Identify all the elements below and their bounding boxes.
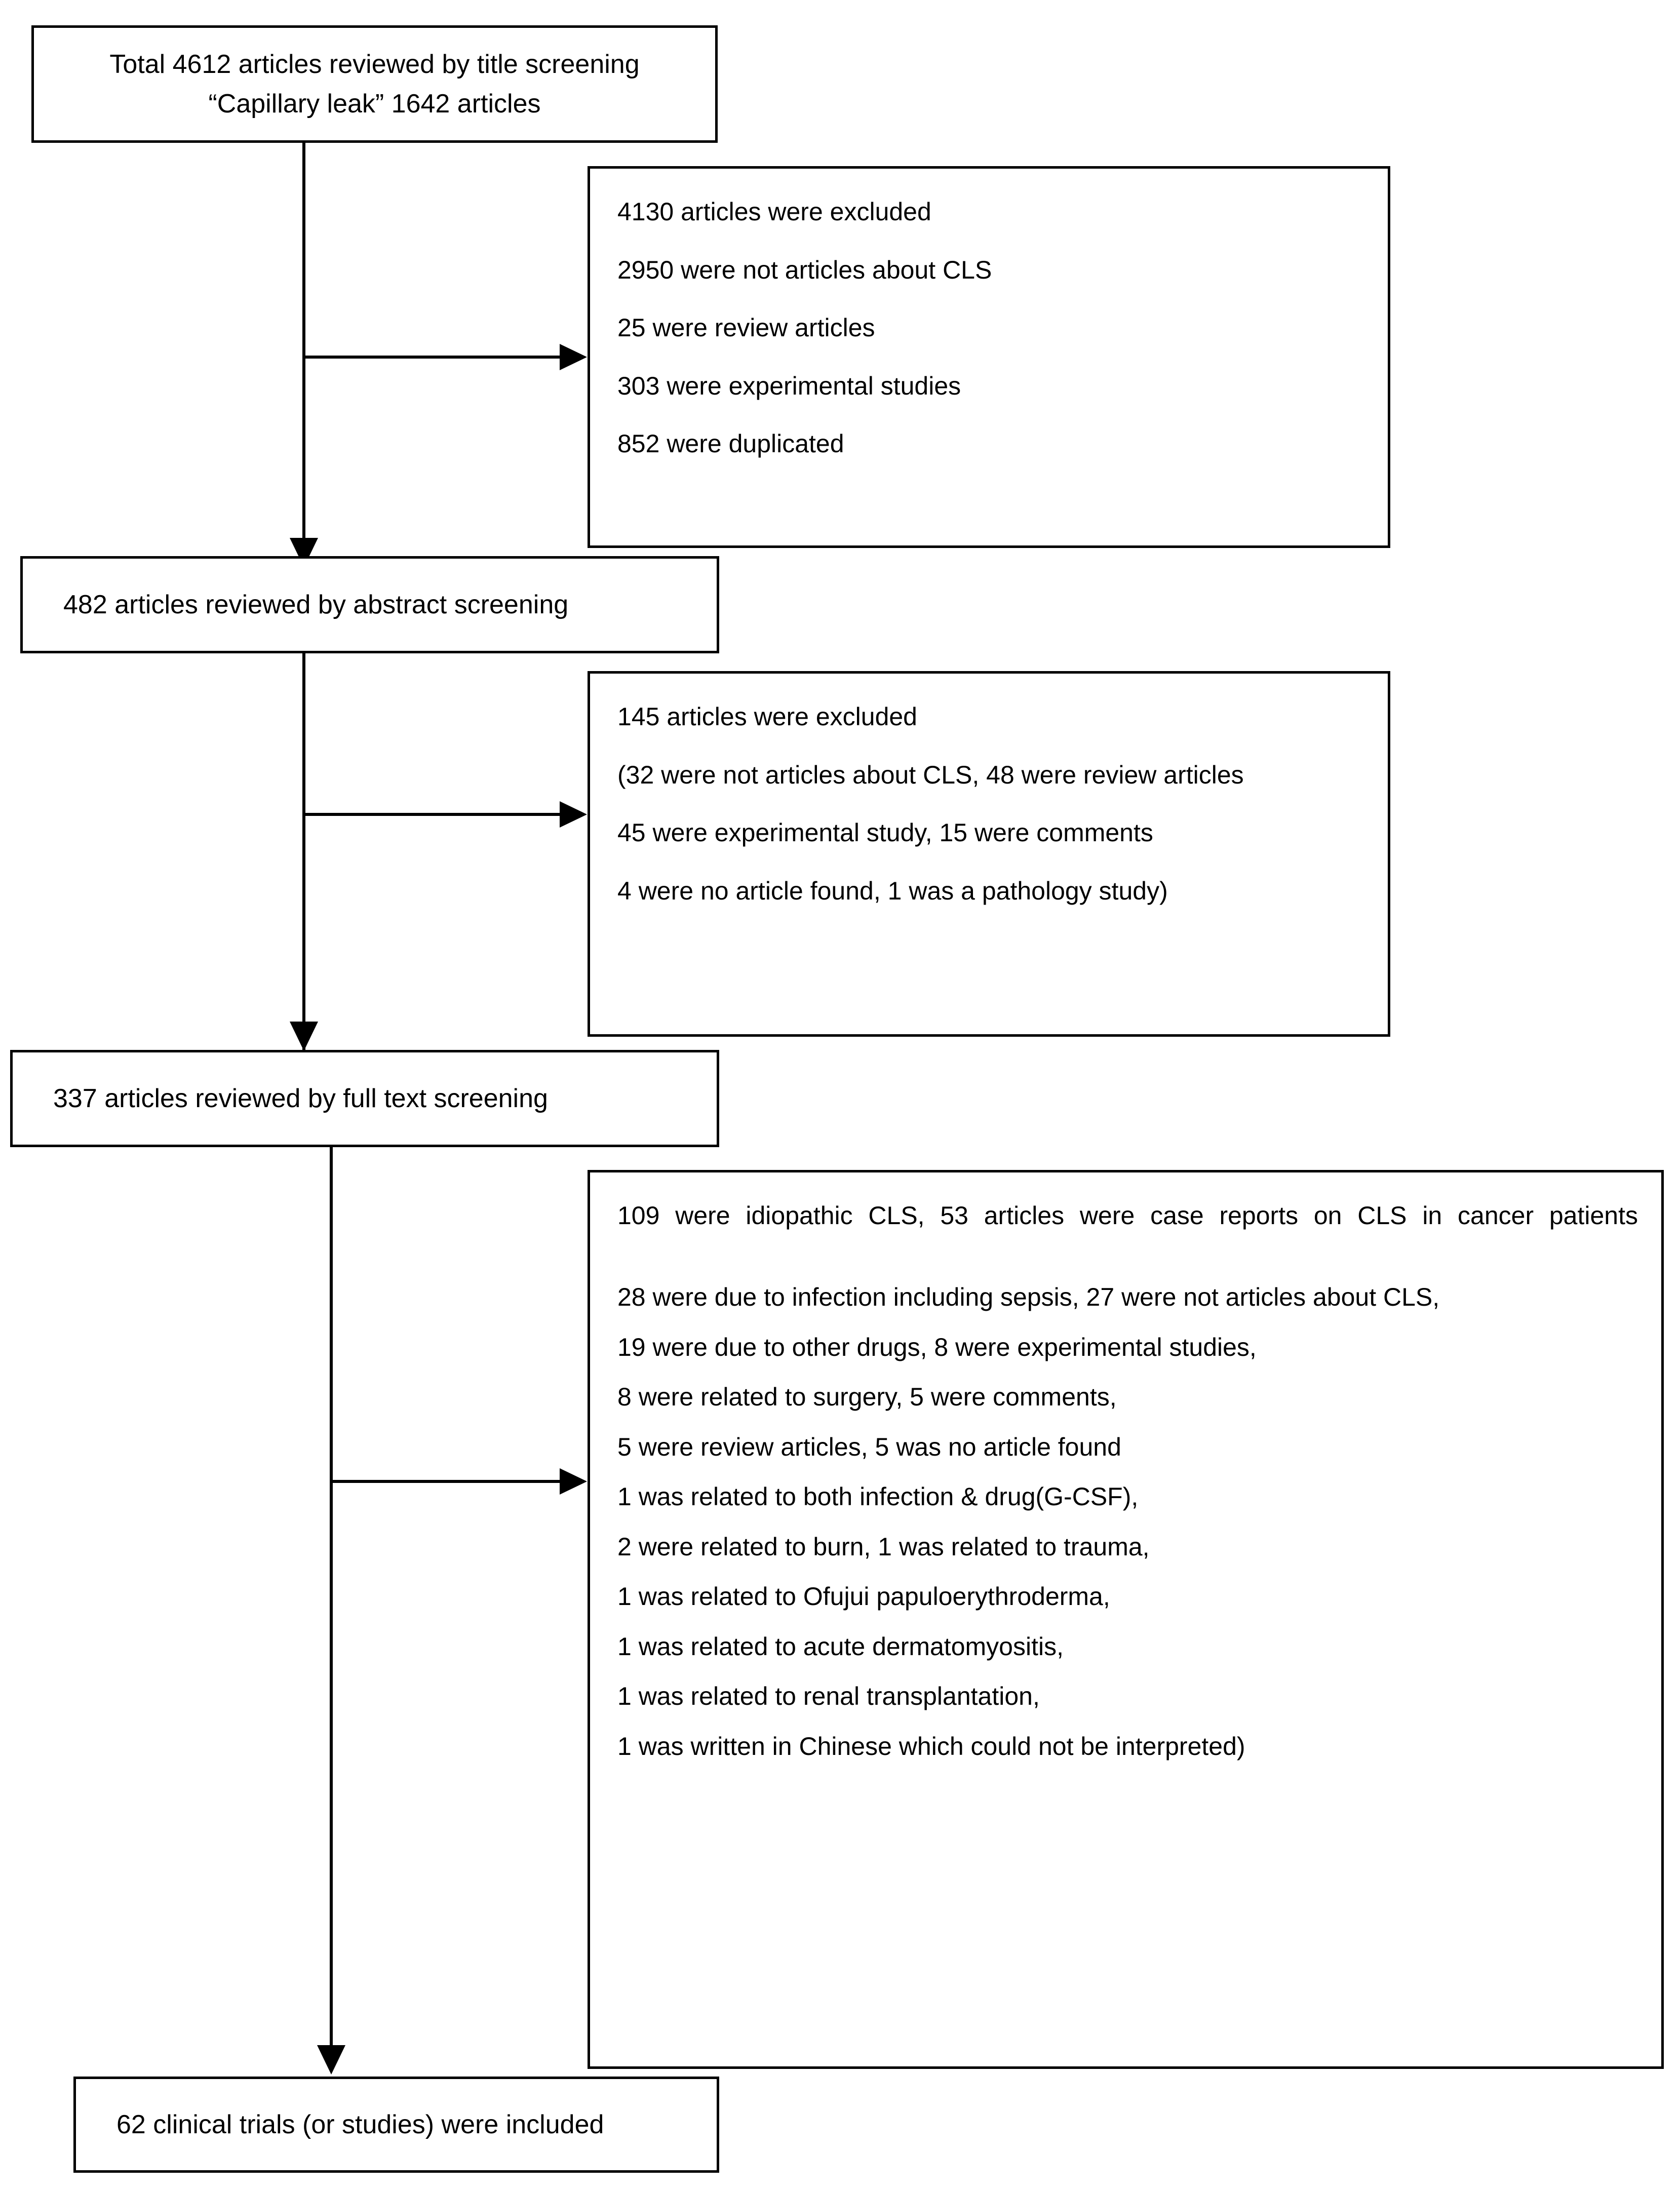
exclusion-line: 2950 were not articles about CLS xyxy=(617,255,992,284)
exclusion-box-title-screening: 4130 articles were excluded 2950 were no… xyxy=(588,166,1390,548)
exclusion-line: 2 were related to burn, 1 was related to… xyxy=(617,1532,1150,1561)
exclusion-line: 303 were experimental studies xyxy=(617,371,961,400)
exclusion-line: 45 were experimental study, 15 were comm… xyxy=(617,818,1153,847)
stage-box-full-text-screening-label: 337 articles reviewed by full text scree… xyxy=(53,1084,548,1113)
exclusion-line: (32 were not articles about CLS, 48 were… xyxy=(617,760,1244,789)
exclusion-line: 19 were due to other drugs, 8 were exper… xyxy=(617,1333,1257,1361)
stage-box-included-label: 62 clinical trials (or studies) were inc… xyxy=(116,2110,604,2139)
exclusion-line: 4130 articles were excluded xyxy=(617,198,931,226)
exclusion-line: 1 was related to Ofujui papuloerythroder… xyxy=(617,1582,1110,1611)
connector-vertical-1 xyxy=(302,143,305,567)
arrow-right-to-exclusion-3 xyxy=(560,1468,587,1495)
stage-box-abstract-screening: 482 articles reviewed by abstract screen… xyxy=(20,556,719,653)
exclusion-box-full-text-screening: 109 were idiopathic CLS, 53 articles wer… xyxy=(588,1170,1664,2069)
arrow-right-to-exclusion-2 xyxy=(560,801,587,828)
stage-box-title-screening: Total 4612 articles reviewed by title sc… xyxy=(31,25,718,143)
connector-horizontal-1 xyxy=(302,356,561,359)
connector-horizontal-3 xyxy=(330,1480,561,1483)
exclusion-line: 28 were due to infection including sepsi… xyxy=(617,1283,1440,1311)
exclusion-line: 145 articles were excluded xyxy=(617,702,917,731)
exclusion-line: 5 were review articles, 5 was no article… xyxy=(617,1432,1121,1461)
exclusion-line: 4 were no article found, 1 was a patholo… xyxy=(617,876,1168,905)
arrow-down-to-included xyxy=(317,2045,345,2074)
exclusion-line: 1 was related to both infection & drug(G… xyxy=(617,1482,1139,1511)
arrow-down-to-full-text-screening xyxy=(290,1022,318,1051)
exclusion-line: 1 was related to renal transplantation, xyxy=(617,1682,1040,1710)
connector-vertical-3 xyxy=(330,1147,333,2051)
exclusion-box-abstract-screening: 145 articles were excluded (32 were not … xyxy=(588,671,1390,1037)
exclusion-line: 1 was related to acute dermatomyositis, xyxy=(617,1632,1064,1661)
stage-box-included: 62 clinical trials (or studies) were inc… xyxy=(73,2077,719,2173)
stage-box-title-screening-label: Total 4612 articles reviewed by title sc… xyxy=(109,50,640,119)
exclusion-line: 1 was written in Chinese which could not… xyxy=(617,1732,1245,1760)
connector-vertical-2 xyxy=(302,653,305,1052)
stage-box-full-text-screening: 337 articles reviewed by full text scree… xyxy=(10,1050,719,1147)
arrow-right-to-exclusion-1 xyxy=(560,344,587,370)
exclusion-line: 25 were review articles xyxy=(617,314,875,342)
exclusion-line: 852 were duplicated xyxy=(617,429,844,458)
exclusion-line: 109 were idiopathic CLS, 53 articles wer… xyxy=(617,1200,1638,1263)
stage-box-abstract-screening-label: 482 articles reviewed by abstract screen… xyxy=(63,590,569,619)
exclusion-line: 8 were related to surgery, 5 were commen… xyxy=(617,1383,1117,1411)
exclusion-line-text: 109 were idiopathic CLS, 53 articles wer… xyxy=(617,1201,1638,1230)
connector-horizontal-2 xyxy=(302,813,561,816)
